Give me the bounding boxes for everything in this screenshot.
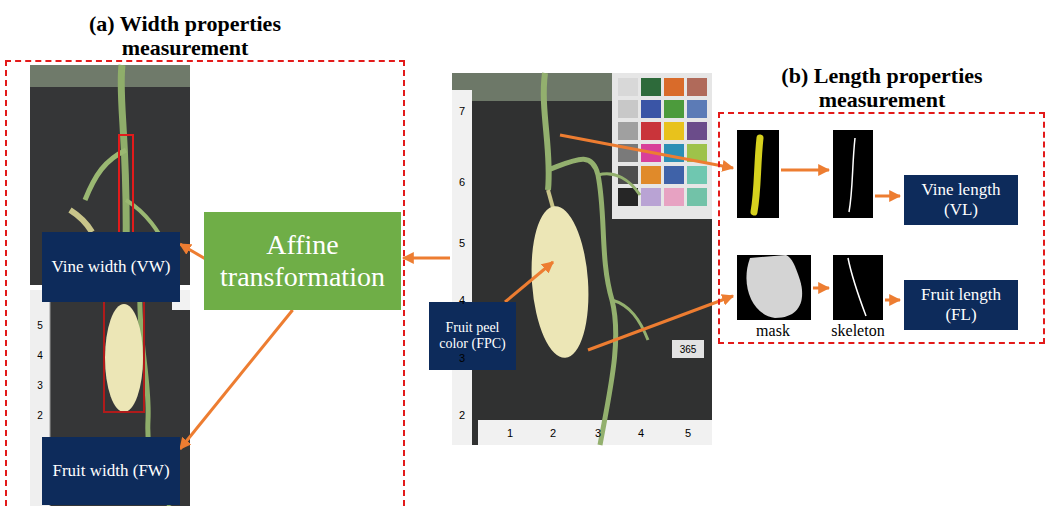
result-box: Vine width (VW) [42, 232, 180, 302]
ruler-number: 6 [459, 176, 465, 188]
box-label: Affine transformation [210, 229, 395, 293]
ruler-number: 3 [595, 427, 601, 439]
ruler-number: 2 [550, 427, 556, 439]
ruler-number: 4 [37, 350, 43, 361]
ruler-number: 1 [507, 427, 513, 439]
ruler-number: 5 [685, 427, 691, 439]
result-box: Vine length (VL) [904, 175, 1018, 225]
sample-tag: 365 [680, 344, 697, 355]
result-box: Fruit length (FL) [904, 280, 1018, 330]
box-label: Fruit length (FL) [910, 285, 1012, 324]
box-label: Vine length (VL) [910, 180, 1012, 219]
panel-heading: (a) Width properties measurement [55, 12, 315, 60]
ruler-number: 5 [37, 320, 43, 331]
ruler-number: 3 [37, 380, 43, 391]
ruler-number: 3 [459, 352, 465, 364]
plant-photo [452, 73, 712, 445]
box-label: Fruit peel color (FPC) [435, 320, 510, 352]
image-caption: skeleton [831, 322, 884, 340]
process-box: Affine transformation [204, 212, 401, 310]
fruit-photo [30, 290, 190, 506]
result-box: Fruit width (FW) [42, 437, 180, 505]
ruler-number: 2 [37, 410, 43, 421]
box-label: Fruit width (FW) [52, 461, 169, 481]
ruler-number: 4 [638, 427, 644, 439]
mask-images [737, 130, 883, 320]
ruler-number: 7 [459, 105, 465, 117]
box-label: Vine width (VW) [52, 257, 171, 277]
region-frame: Vine length (VL)Fruit length (FL)(b) Len… [718, 112, 1045, 344]
image-caption: mask [756, 322, 790, 340]
result-box: Fruit peel color (FPC) [429, 302, 516, 370]
ruler-number: 4 [459, 294, 465, 306]
panel-heading: (b) Length properties measurement [732, 64, 1032, 112]
flow-arrow [180, 310, 293, 449]
ruler-number: 5 [459, 237, 465, 249]
region-frame: Vine width (VW) Affine transformationFrui… [5, 60, 405, 506]
ruler-number: 2 [459, 409, 465, 421]
